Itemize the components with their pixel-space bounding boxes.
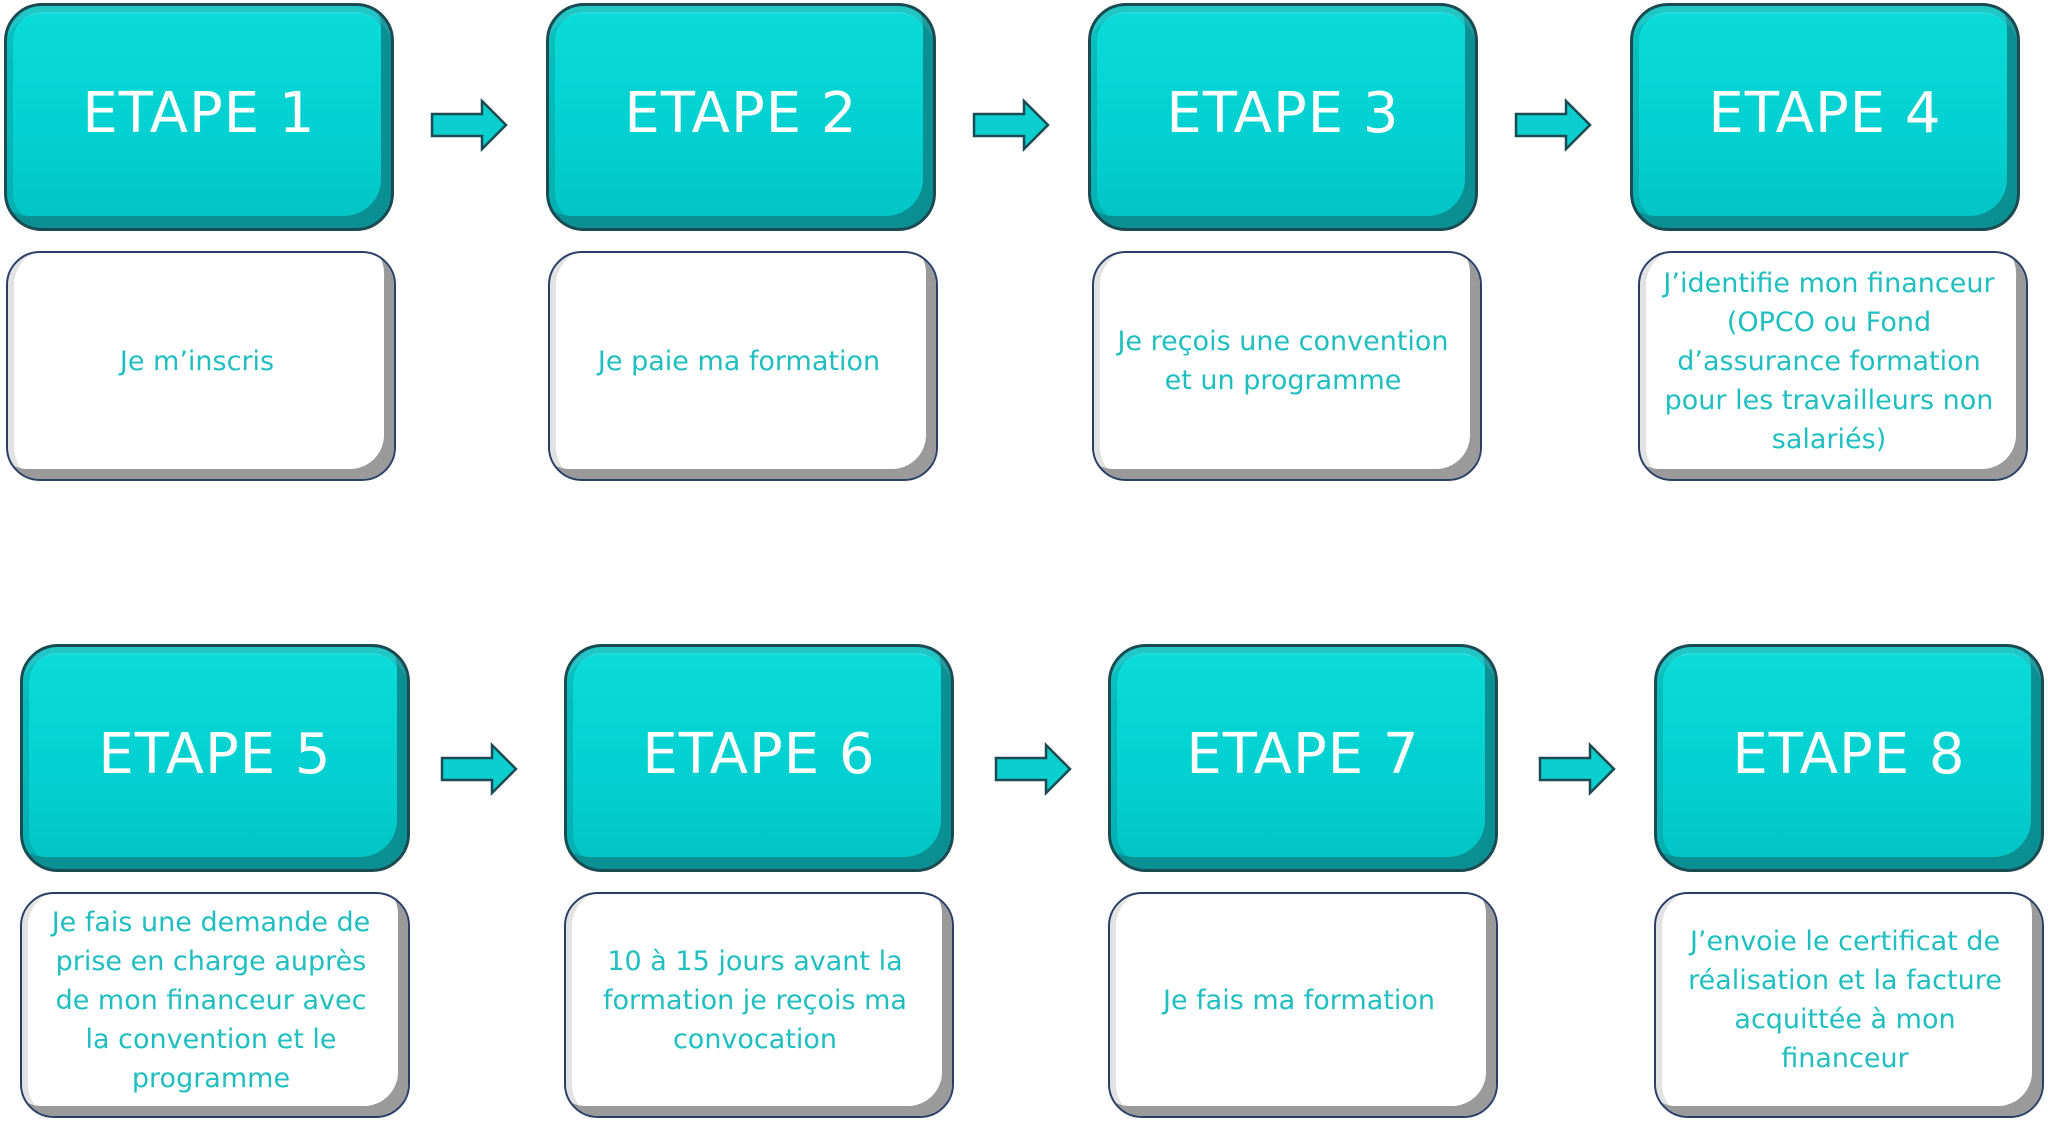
step-4-description: J’identifie mon financeur (OPCO ou Fond … — [1663, 267, 1995, 455]
step-6-description: 10 à 15 jours avant la formation je reço… — [603, 945, 907, 1055]
step-3-title: ETAPE 3 — [1166, 80, 1400, 146]
step-7-description: Je fais ma formation — [1162, 984, 1435, 1016]
step-6-header: ETAPE 6 — [564, 644, 954, 872]
step-7-description-box: Je fais ma formation — [1108, 892, 1498, 1118]
step-2-header: ETAPE 2 — [546, 3, 936, 231]
step-5-description: Je fais une demande de prise en charge a… — [51, 906, 371, 1094]
step-8-description: J’envoie le certificat de réalisation et… — [1688, 926, 2002, 1074]
step-5-header: ETAPE 5 — [20, 644, 410, 872]
step-2-description: Je paie ma formation — [597, 345, 881, 377]
step-2-title: ETAPE 2 — [624, 80, 858, 146]
arrow-right-icon — [1538, 742, 1616, 796]
step-8-title: ETAPE 8 — [1732, 721, 1966, 787]
step-1-header: ETAPE 1 — [4, 3, 394, 231]
step-2-description-box: Je paie ma formation — [548, 251, 938, 481]
arrow-right-icon — [1514, 98, 1592, 152]
step-5-description-box: Je fais une demande de prise en charge a… — [20, 892, 410, 1118]
step-1-title: ETAPE 1 — [82, 80, 316, 146]
step-3-description-box: Je reçois une convention et un programme — [1092, 251, 1482, 481]
step-1-description: Je m’inscris — [119, 345, 275, 377]
step-8-description-box: J’envoie le certificat de réalisation et… — [1654, 892, 2044, 1118]
arrow-right-icon — [972, 98, 1050, 152]
step-7-header: ETAPE 7 — [1108, 644, 1498, 872]
step-4-description-box: J’identifie mon financeur (OPCO ou Fond … — [1638, 251, 2028, 481]
arrow-right-icon — [440, 742, 518, 796]
arrow-right-icon — [430, 98, 508, 152]
step-4-title: ETAPE 4 — [1708, 80, 1942, 146]
step-3-header: ETAPE 3 — [1088, 3, 1478, 231]
step-1-description-box: Je m’inscris — [6, 251, 396, 481]
arrow-right-icon — [994, 742, 1072, 796]
step-5-title: ETAPE 5 — [98, 721, 332, 787]
step-4-header: ETAPE 4 — [1630, 3, 2020, 231]
step-3-description: Je reçois une convention et un programme — [1117, 326, 1449, 396]
step-6-description-box: 10 à 15 jours avant la formation je reço… — [564, 892, 954, 1118]
step-7-title: ETAPE 7 — [1186, 721, 1420, 787]
step-6-title: ETAPE 6 — [642, 721, 876, 787]
step-8-header: ETAPE 8 — [1654, 644, 2044, 872]
